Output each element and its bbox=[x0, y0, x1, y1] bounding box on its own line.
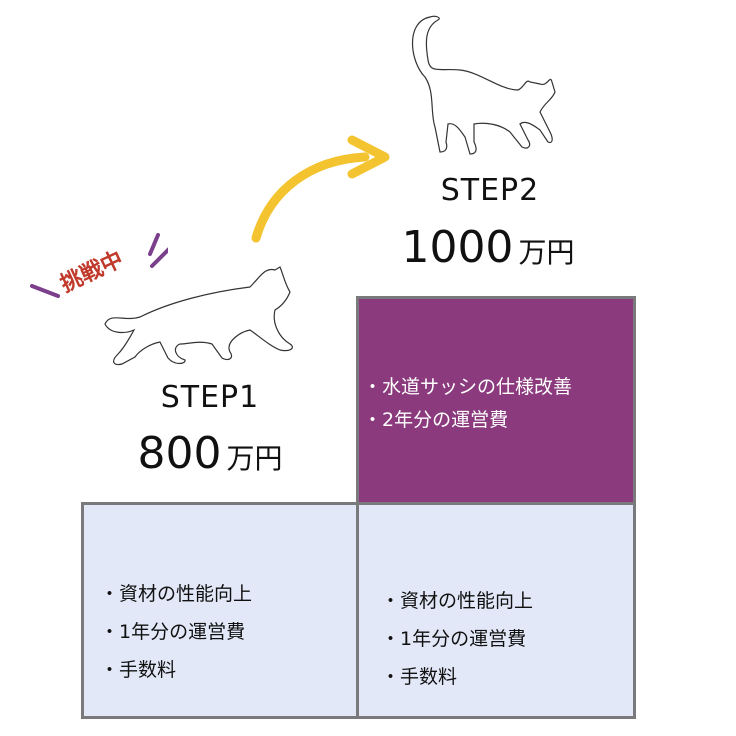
step1-list: 資材の性能向上 1年分の運営費 手数料 bbox=[100, 575, 252, 689]
arrow-icon bbox=[251, 135, 390, 243]
step1-amount-unit: 万円 bbox=[226, 442, 283, 475]
cat-standing-illustration bbox=[411, 15, 556, 155]
step2-amount-unit: 万円 bbox=[518, 236, 575, 269]
list-item: 手数料 bbox=[381, 658, 533, 696]
challenge-badge: 挑戦中 bbox=[28, 232, 168, 302]
step2-amount-value: 1000 bbox=[401, 222, 514, 273]
step1-box: 資材の性能向上 1年分の運営費 手数料 bbox=[81, 502, 359, 719]
list-item: 資材の性能向上 bbox=[381, 582, 533, 620]
step2-extra-box: 水道サッシの仕様改善 2年分の運営費 bbox=[356, 296, 636, 505]
step2-box: 資材の性能向上 1年分の運営費 手数料 bbox=[356, 502, 636, 719]
list-item: 手数料 bbox=[100, 651, 252, 689]
list-item: 資材の性能向上 bbox=[100, 575, 252, 613]
step2-list: 資材の性能向上 1年分の運営費 手数料 bbox=[381, 582, 533, 696]
badge-slash-lines bbox=[30, 233, 168, 298]
step1-amount-value: 800 bbox=[137, 428, 222, 479]
cat-walking-illustration bbox=[104, 266, 293, 366]
step1-title: STEP1 bbox=[160, 380, 260, 415]
step2-title: STEP2 bbox=[440, 173, 540, 208]
list-item: 2年分の運営費 bbox=[363, 404, 572, 437]
list-item: 1年分の運営費 bbox=[100, 613, 252, 651]
step2-amount: 1000 万円 bbox=[358, 222, 618, 273]
list-item: 1年分の運営費 bbox=[381, 620, 533, 658]
step2-extra-list: 水道サッシの仕様改善 2年分の運営費 bbox=[363, 371, 572, 437]
list-item: 水道サッシの仕様改善 bbox=[363, 371, 572, 404]
step1-amount: 800 万円 bbox=[80, 428, 340, 479]
